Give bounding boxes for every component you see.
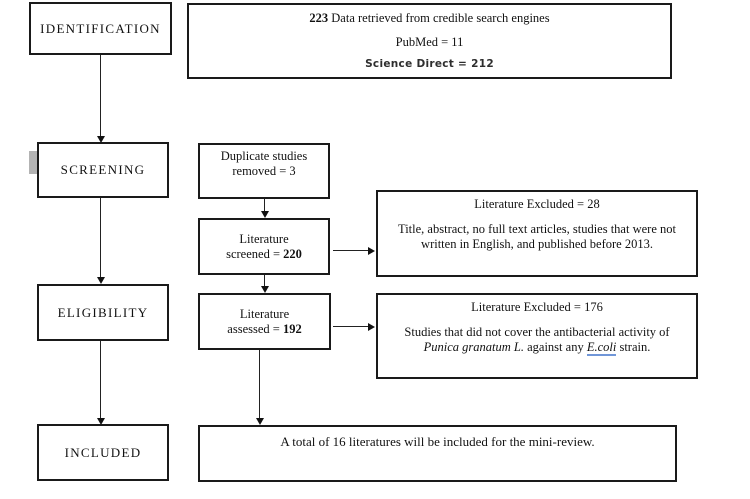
arrowhead-down-icon: [260, 286, 269, 293]
stage-label-identification: IDENTIFICATION: [40, 20, 161, 36]
arrowhead-right-icon: [368, 322, 375, 331]
arrowhead-down-icon: [96, 418, 105, 425]
arrowhead-right-icon: [368, 246, 375, 255]
arrow-line: [333, 250, 369, 251]
arrowhead-down-icon: [260, 211, 269, 218]
arrow-screening-to-eligibility: [96, 198, 105, 284]
arrow-line: [100, 341, 101, 419]
arrow-line: [100, 198, 101, 278]
duplicates-line1: Duplicate studies: [220, 149, 308, 163]
assessed-line2-text: assessed =: [227, 321, 283, 336]
excluded-176-body-pre: Studies that did not cover the antibacte…: [404, 324, 670, 339]
retrieval-box: 223 Data retrieved from credible search …: [187, 3, 672, 79]
duplicates-removed-box: Duplicate studies removed = 3: [198, 143, 330, 199]
included-summary-box: A total of 16 literatures will be includ…: [198, 425, 677, 482]
stage-box-eligibility: ELIGIBILITY: [37, 284, 169, 341]
stage-label-eligibility: ELIGIBILITY: [57, 304, 149, 320]
assessed-count: 192: [282, 321, 302, 336]
excluded-176-body-mid: against any: [523, 340, 587, 355]
stage-box-identification: IDENTIFICATION: [29, 2, 172, 55]
screened-count: 220: [283, 246, 302, 261]
included-summary-text: A total of 16 literatures will be includ…: [280, 434, 595, 449]
arrow-line: [259, 350, 260, 419]
arrow-screened-to-excluded-28: [333, 246, 375, 255]
species-name: Punica granatum L.: [423, 340, 524, 355]
retrieval-pubmed: PubMed = 11: [395, 34, 464, 49]
arrow-line: [264, 275, 265, 287]
arrow-screened-to-assessed: [260, 275, 269, 293]
arrow-line: [264, 199, 265, 212]
excluded-28-title: Literature Excluded = 28: [474, 197, 600, 211]
arrow-assessed-to-excluded-176: [333, 322, 375, 331]
screened-line2-text: screened =: [226, 246, 284, 261]
excluded-176-box: Literature Excluded = 176 Studies that d…: [376, 293, 698, 379]
stage-label-included: INCLUDED: [64, 444, 142, 460]
stage-label-screening: SCREENING: [60, 162, 146, 177]
literature-assessed-box: Literature assessed = 192: [198, 293, 331, 350]
arrow-assessed-to-included-summary: [255, 350, 264, 425]
stage-box-included: INCLUDED: [37, 424, 169, 481]
arrowhead-down-icon: [255, 418, 264, 425]
excluded-176-body: Studies that did not cover the antibacte…: [392, 324, 682, 357]
arrowhead-down-icon: [96, 136, 105, 143]
arrow-duplicates-to-screened: [260, 199, 269, 218]
retrieval-line1-text: Data retrieved from credible search engi…: [328, 11, 550, 25]
excluded-28-body: Title, abstract, no full text articles, …: [398, 221, 676, 252]
excluded-176-title: Literature Excluded = 176: [471, 300, 603, 314]
arrow-identification-to-screening: [96, 55, 105, 143]
ecoli-term: E.coli: [586, 340, 617, 357]
assessed-line2: assessed = 192: [200, 322, 329, 337]
screened-line2: screened = 220: [200, 247, 328, 262]
retrieval-count: 223: [309, 11, 329, 25]
literature-screened-box: Literature screened = 220: [198, 218, 330, 275]
assessed-line1: Literature: [239, 306, 290, 321]
arrow-line: [333, 326, 369, 327]
retrieval-line1: 223 Data retrieved from credible search …: [189, 11, 670, 26]
gray-selection-marker: [29, 151, 37, 174]
arrow-eligibility-to-included: [96, 341, 105, 425]
arrowhead-down-icon: [96, 277, 105, 284]
excluded-176-body-post: strain.: [616, 340, 651, 355]
retrieval-science-direct: Science Direct = 212: [365, 58, 494, 70]
screened-line1: Literature: [239, 231, 289, 246]
arrow-line: [100, 55, 101, 137]
excluded-28-box: Literature Excluded = 28 Title, abstract…: [376, 190, 698, 277]
stage-box-screening: SCREENING: [37, 142, 169, 198]
duplicates-line2: removed = 3: [232, 163, 296, 178]
